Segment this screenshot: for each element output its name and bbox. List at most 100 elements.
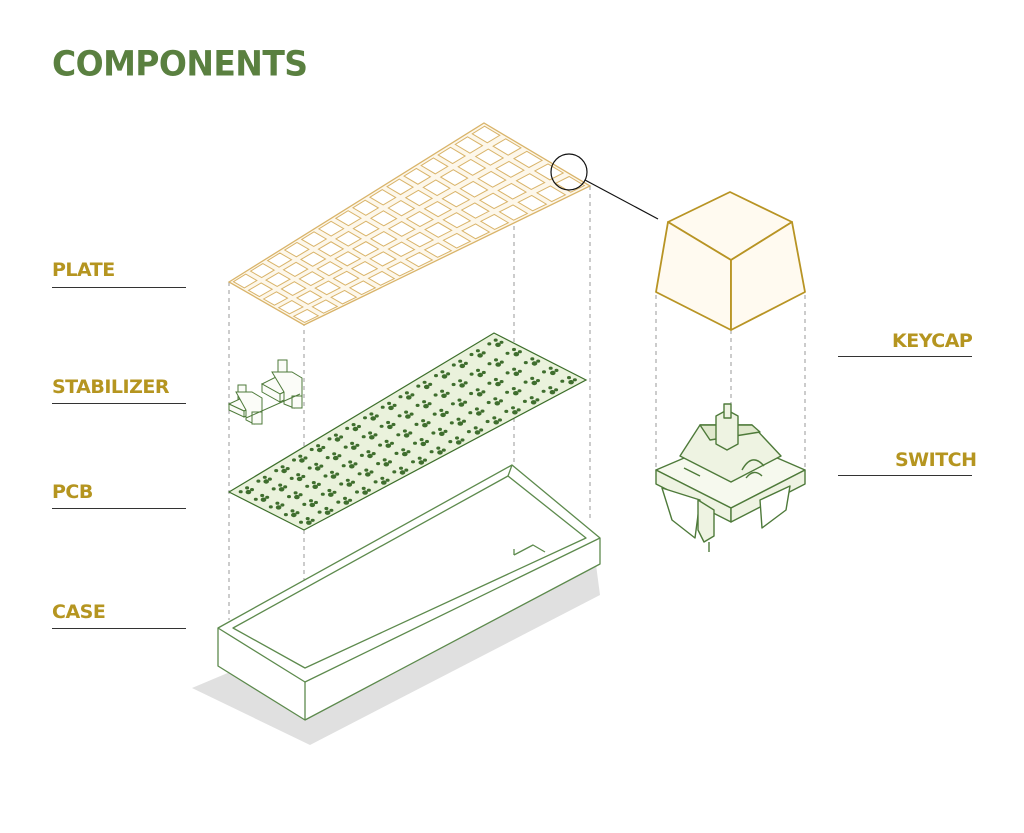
plate-cutout	[352, 241, 380, 257]
pcb-pad	[411, 460, 415, 464]
pcb-pad	[364, 468, 369, 472]
pcb-pad	[319, 464, 324, 468]
pcb-pad	[504, 409, 509, 413]
pcb-solder-pads	[238, 338, 577, 525]
pcb-pad	[263, 479, 270, 484]
plate-cutout	[512, 150, 544, 169]
plate-cutout	[332, 270, 360, 286]
plate-cutout	[316, 261, 344, 277]
pcb-pad	[431, 431, 436, 435]
pcb-pad	[287, 495, 291, 499]
pcb-pad	[271, 487, 276, 491]
plate-cutout	[266, 252, 293, 268]
pcb-pad	[281, 468, 287, 474]
pcb-pad	[351, 423, 356, 427]
pcb-pad	[474, 430, 481, 435]
pcb-pad	[469, 391, 474, 396]
pcb-pad	[444, 410, 449, 415]
pcb-pad	[405, 414, 411, 419]
pcb-pad	[391, 422, 396, 427]
stabilizer	[227, 359, 303, 425]
pcb	[227, 332, 588, 531]
pcb-pad	[511, 387, 516, 391]
plate-cutout	[369, 231, 398, 247]
pcb-pad	[345, 478, 350, 482]
pcb-pad	[324, 510, 331, 515]
plate-cutout	[292, 308, 320, 324]
pcb-pad	[549, 390, 556, 395]
pcb-pad	[392, 403, 397, 407]
plate-cutout	[535, 185, 567, 203]
pcb-pad	[531, 361, 538, 366]
pcb-pad	[505, 351, 510, 355]
pcb-pad	[439, 431, 445, 436]
pcb-pad	[291, 512, 297, 518]
pcb-pad	[325, 456, 330, 460]
pcb-pad	[278, 487, 285, 492]
pcb-pad	[480, 409, 485, 413]
plate	[227, 122, 592, 326]
plate-cutouts	[232, 125, 586, 324]
pcb-pad	[469, 352, 474, 357]
pcb-pad	[475, 349, 480, 353]
pcb-pad	[334, 437, 341, 442]
pcb-pad	[382, 458, 387, 462]
pcb-pad	[476, 411, 482, 416]
pcb-pad	[487, 381, 492, 385]
pcb-pad	[536, 379, 540, 383]
plate-cutout	[477, 170, 507, 188]
pcb-pad	[267, 477, 272, 481]
pcb-pad	[517, 350, 522, 354]
plate-cutout	[368, 189, 397, 206]
pcb-pad	[321, 445, 326, 450]
pcb-pad	[324, 506, 329, 511]
pcb-pad	[292, 458, 296, 462]
pcb-pad	[441, 393, 447, 398]
pcb-pad	[487, 362, 492, 366]
pcb-pad	[332, 455, 339, 461]
pcb-pad	[350, 441, 355, 445]
plate-cutout	[404, 189, 434, 207]
label-keycap-underline	[838, 356, 972, 357]
plate-cutout	[350, 260, 379, 277]
pcb-pad	[529, 396, 534, 400]
pcb-pad	[316, 447, 323, 453]
plate-cutout	[298, 271, 325, 287]
pcb-pad	[516, 408, 521, 412]
pcb-pad	[403, 433, 410, 438]
pcb-pad	[432, 412, 437, 416]
pcb-pad	[406, 395, 412, 400]
pcb-pad	[298, 454, 303, 458]
pcb-pad	[459, 363, 466, 369]
pcb-pad	[469, 372, 474, 376]
pcb-pad	[369, 412, 374, 416]
pcb-pad	[441, 448, 446, 452]
pcb-pad	[348, 460, 353, 464]
plate-cutout	[441, 190, 471, 208]
plate-cutout	[424, 221, 453, 238]
pcb-pad	[517, 369, 522, 373]
pcb-pad	[463, 381, 468, 385]
pcb-pad	[275, 501, 280, 505]
pcb-pad	[458, 379, 463, 383]
plate-cutout	[387, 220, 416, 237]
pcb-pad	[316, 482, 321, 486]
pcb-pad	[423, 458, 427, 462]
pcb-pad	[499, 380, 504, 384]
pcb-pad	[370, 416, 377, 421]
pcb-pad	[361, 435, 366, 439]
plate-cutout	[300, 231, 328, 248]
pcb-pad	[426, 421, 431, 425]
plate-cutout	[277, 300, 304, 315]
pcb-pad	[494, 358, 498, 362]
pcb-pad	[387, 401, 392, 405]
pcb-pad	[542, 370, 546, 374]
label-plate: PLATE	[52, 259, 115, 281]
pcb-pad	[314, 500, 318, 505]
pcb-pad	[339, 435, 344, 439]
plate-cutout	[515, 173, 546, 191]
pcb-pad	[298, 493, 303, 497]
pcb-pad	[337, 454, 342, 458]
pcb-pad	[343, 445, 348, 449]
pcb-pad	[330, 474, 337, 479]
